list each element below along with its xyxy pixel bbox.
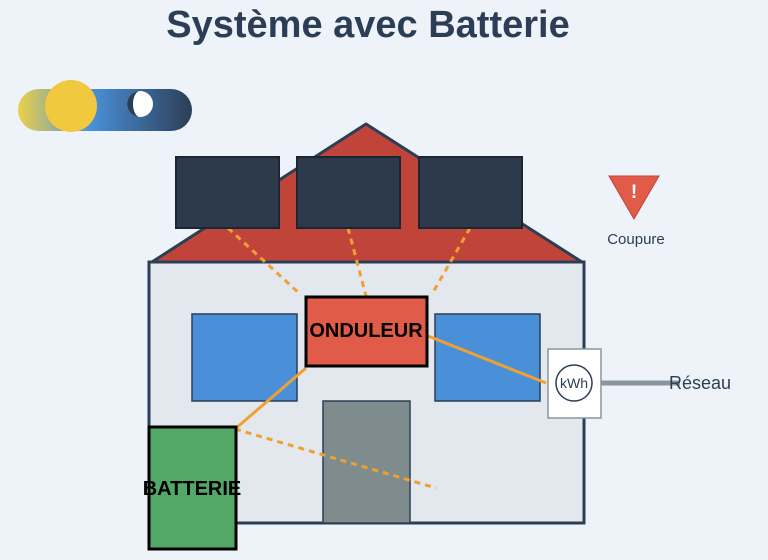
wire-panel-3 — [430, 227, 472, 295]
outage-label: Coupure — [607, 231, 665, 248]
battery-box — [147, 425, 238, 551]
outage-indicator: ! Coupure — [607, 175, 665, 248]
solar-panel-2 — [296, 156, 401, 229]
wire-inverter-battery — [234, 366, 307, 431]
wire-panel-1 — [226, 226, 302, 296]
wire-inverter-meter — [427, 334, 547, 385]
warning-triangle-icon — [608, 175, 660, 220]
solar-panel-3 — [418, 156, 523, 229]
wire-battery-house — [234, 427, 437, 490]
house-door — [322, 400, 411, 524]
page-title: Système avec Batterie — [166, 4, 569, 46]
toggle-track[interactable] — [18, 89, 192, 131]
moon-icon[interactable] — [127, 91, 153, 117]
battery-label: BATTERIE — [143, 478, 242, 500]
grid-label: Réseau — [669, 373, 731, 393]
wire-panel-2 — [346, 227, 368, 297]
solar-panel-1 — [175, 156, 280, 229]
meter-dial — [555, 364, 593, 402]
warning-symbol: ! — [631, 182, 637, 203]
sun-icon[interactable] — [45, 80, 97, 132]
meter-label: kWh — [560, 375, 588, 391]
inverter-box — [304, 295, 429, 368]
window-right — [434, 313, 541, 402]
day-night-toggle[interactable] — [18, 80, 192, 132]
inverter-label: ONDULEUR — [309, 320, 423, 342]
window-left — [191, 313, 298, 402]
